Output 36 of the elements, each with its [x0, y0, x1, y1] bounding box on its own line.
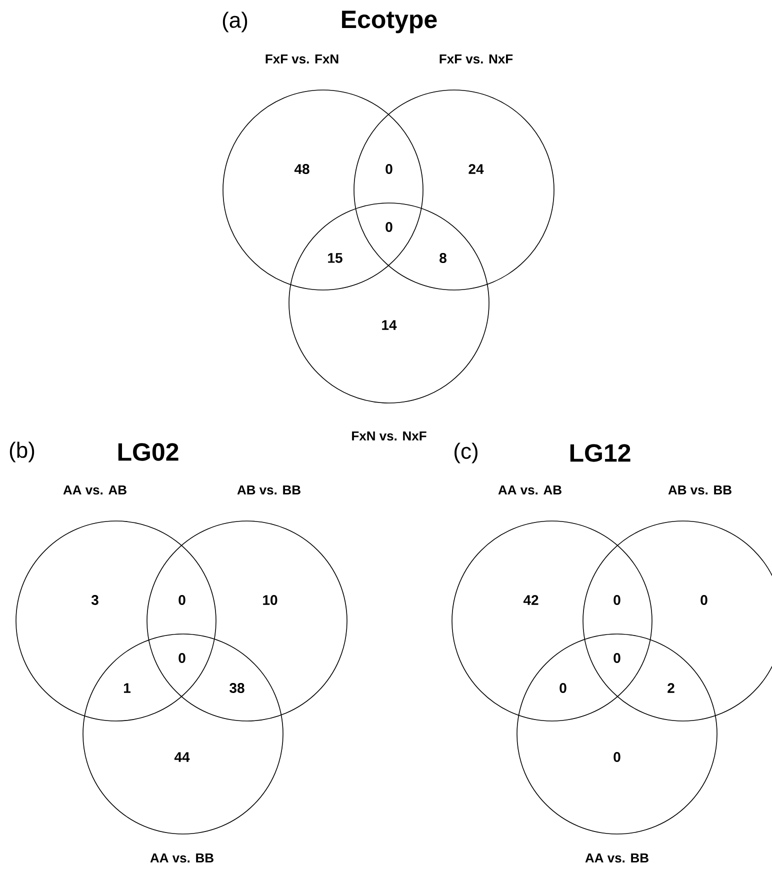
region-count: 48	[294, 164, 310, 174]
region-count: 0	[614, 653, 620, 663]
region-count: 0	[386, 222, 392, 232]
region-count: 0	[386, 164, 392, 174]
set-label: AA vs. BB	[585, 853, 648, 863]
panel-title: Ecotype	[342, 10, 437, 34]
set-label: AB vs. BB	[668, 485, 732, 495]
region-count: 2	[668, 683, 674, 693]
region-count: 0	[178, 595, 186, 605]
panel-title: LG12	[570, 444, 630, 462]
panel-letter: (b)	[10, 442, 34, 462]
panel-title: LG02	[118, 443, 178, 461]
region-count: 15	[328, 253, 342, 263]
set-label: AB vs. BB	[237, 485, 300, 495]
set-label: AA vs. AB	[498, 485, 562, 495]
panel-letter: (c)	[454, 442, 478, 464]
set-label: AA vs. BB	[150, 853, 214, 863]
region-count: 0	[614, 752, 620, 762]
panel-letter: (a)	[222, 12, 248, 32]
set-label: AA vs. AB	[63, 485, 126, 495]
region-count: 0	[614, 595, 620, 605]
region-count: 44	[174, 752, 190, 762]
region-count: 10	[263, 595, 278, 605]
region-count: 8	[440, 253, 446, 263]
region-count: 38	[230, 683, 244, 693]
region-count: 0	[178, 653, 186, 663]
region-count: 24	[468, 164, 484, 174]
set-label: FxF vs. NxF	[440, 54, 513, 64]
region-count: 0	[700, 595, 708, 605]
region-count: 3	[91, 595, 98, 605]
set-label: FxF vs. FxN	[266, 54, 338, 64]
region-count: 0	[560, 683, 566, 693]
region-count: 1	[124, 683, 130, 693]
region-count: 14	[382, 320, 397, 330]
set-label: FxN vs. NxF	[352, 431, 426, 441]
region-count: 42	[523, 595, 538, 605]
